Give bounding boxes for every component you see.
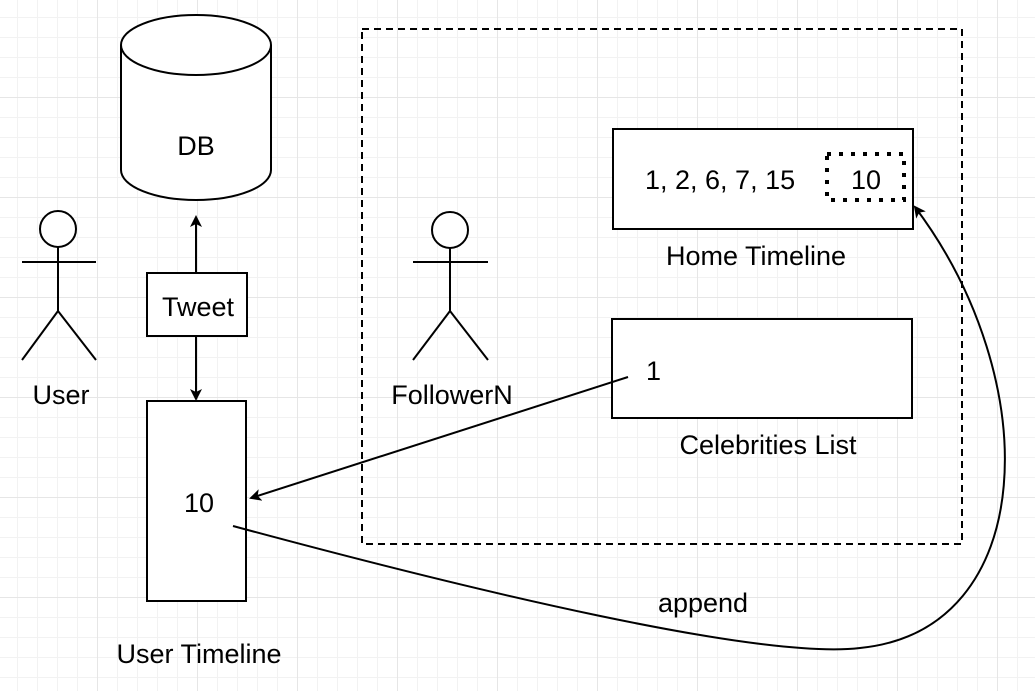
home-timeline-rect [612,128,914,230]
user-label: User [32,380,89,410]
append-label: append [658,588,748,618]
home-timeline-new-item-highlight [825,152,906,202]
follower-actor-icon [412,211,489,361]
user-timeline-value: 10 [184,488,214,518]
celebrity-to-user-timeline-arrow [249,376,629,501]
tweet-box-rect [146,272,248,337]
db-cylinder-body [120,45,272,201]
tweet-box[interactable]: Tweet [146,272,248,337]
celebrities-list-label: Celebrities List [679,430,857,460]
celebrities-list-value: 1 [646,356,661,386]
append-arrow [232,205,1006,651]
user-timeline-box[interactable]: 10 [146,400,247,602]
user-timeline-label: User Timeline [116,639,281,669]
celebrities-list-box[interactable]: 1 [611,318,913,419]
home-timeline-label: Home Timeline [666,241,846,271]
user-actor-icon [21,210,97,361]
follower-container [361,28,963,545]
home-timeline-values: 1, 2, 6, 7, 15 [645,165,795,195]
celebrities-list-rect [611,318,913,419]
home-timeline-new-value: 10 [851,165,881,195]
user-timeline-rect [146,400,247,602]
db-cylinder[interactable]: DB [120,14,272,201]
follower-label: FollowerN [391,380,513,410]
tweet-label: Tweet [162,292,235,322]
db-cylinder-top [120,14,272,76]
home-timeline-box[interactable]: 1, 2, 6, 7, 15 10 [612,128,914,230]
db-label: DB [177,131,215,161]
